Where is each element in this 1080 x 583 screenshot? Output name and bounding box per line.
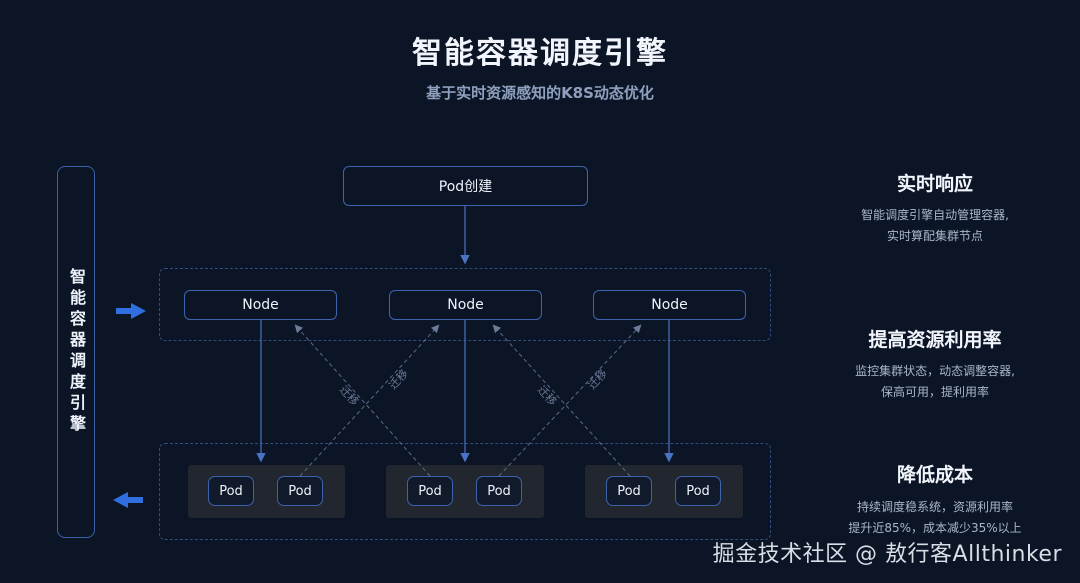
feature-title-realtime: 实时响应 — [896, 173, 973, 195]
migrate-label-1: 迁移 — [337, 383, 361, 408]
feature-desc-realtime: 智能调度引擎自动管理容器, 实时算配集群节点 — [825, 205, 1045, 247]
feature-desc-line: 保高可用，提利用率 — [880, 385, 989, 399]
pod-box-2: Pod — [277, 476, 323, 506]
feature-desc-line: 实时算配集群节点 — [886, 229, 983, 243]
arrow-right-icon — [116, 303, 146, 319]
page-title: 智能容器调度引擎 — [412, 36, 668, 71]
pod-box-3: Pod — [407, 476, 453, 506]
feature-desc-line: 提升近85%，成本减少35%以上 — [848, 521, 1022, 535]
pod-box-6: Pod — [675, 476, 721, 506]
feature-desc-line: 持续调度稳系统，资源利用率 — [856, 500, 1013, 514]
node-box-2: Node — [389, 290, 542, 320]
watermark: 掘金技术社区 @ 敖行客Allthinker — [712, 542, 1062, 567]
feature-desc-utilization: 监控集群状态，动态调整容器, 保高可用，提利用率 — [825, 361, 1045, 403]
migrate-label-2: 迁移 — [387, 367, 411, 392]
scheduler-engine-label: 智能容器调度引擎 — [67, 268, 86, 436]
feature-title-cost: 降低成本 — [896, 464, 973, 486]
feature-desc-line: 智能调度引擎自动管理容器, — [861, 208, 1009, 222]
migrate-label-4: 迁移 — [586, 367, 610, 392]
pod-box-5: Pod — [606, 476, 652, 506]
arrow-left-icon — [113, 492, 143, 508]
feature-title-utilization: 提高资源利用率 — [868, 329, 1002, 351]
pod-create-box: Pod创建 — [343, 166, 588, 206]
pod-box-1: Pod — [208, 476, 254, 506]
feature-desc-line: 监控集群状态，动态调整容器, — [855, 364, 1015, 378]
node-box-1: Node — [184, 290, 337, 320]
pod-box-4: Pod — [476, 476, 522, 506]
node-box-3: Node — [593, 290, 746, 320]
page-subtitle: 基于实时资源感知的K8S动态优化 — [426, 84, 654, 102]
migrate-label-3: 迁移 — [535, 383, 559, 408]
feature-desc-cost: 持续调度稳系统，资源利用率 提升近85%，成本减少35%以上 — [825, 497, 1045, 539]
scheduler-engine-bar: 智能容器调度引擎 — [57, 166, 95, 538]
